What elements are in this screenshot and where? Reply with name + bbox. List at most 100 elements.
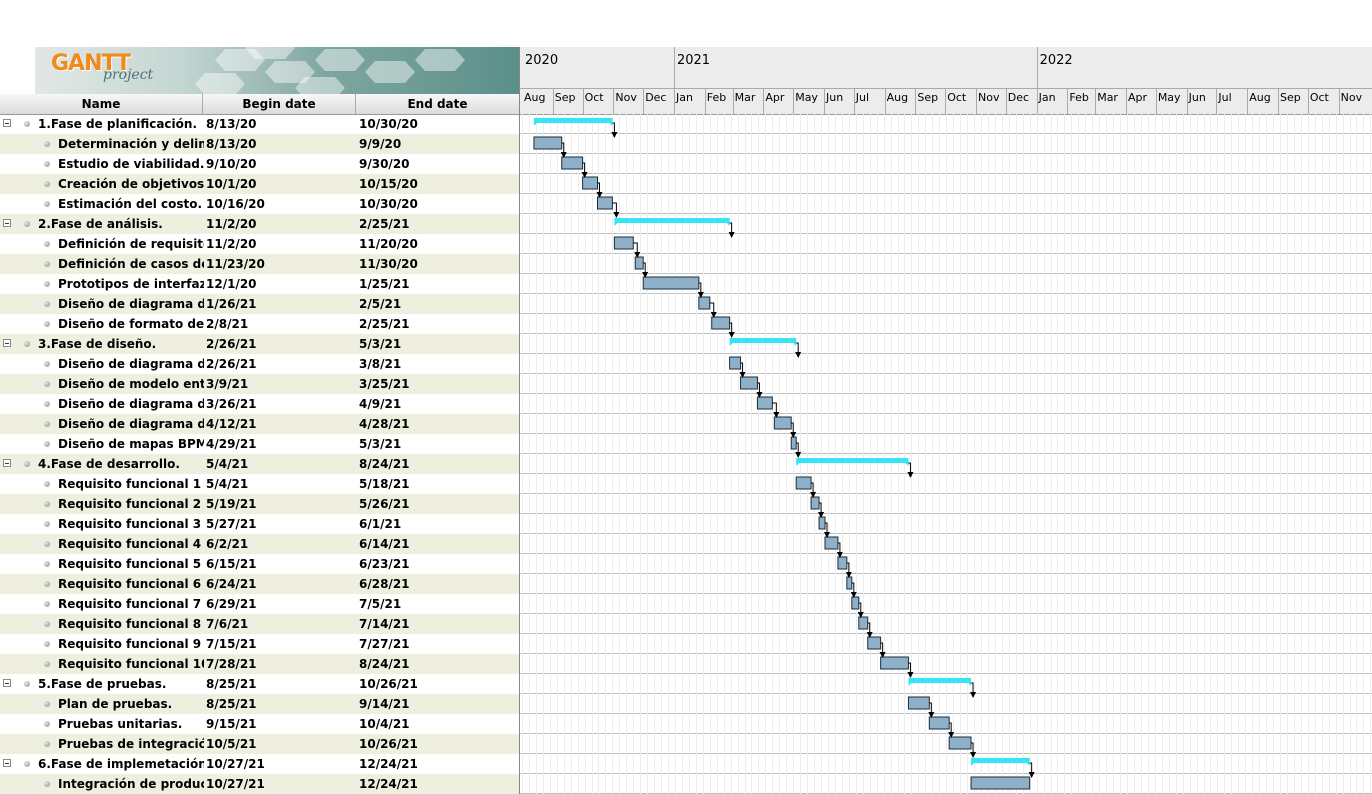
collapse-toggle-icon[interactable] [3,679,11,687]
task-row[interactable]: Requisito funcional 7 (g...6/29/217/5/21 [0,594,520,614]
column-header-end-date[interactable]: End date [356,94,520,114]
collapse-toggle-icon[interactable] [3,459,11,467]
phase-row[interactable]: 6.Fase de implemetación-d...10/27/2112/2… [0,754,520,774]
task-row[interactable]: Diseño de formato de c...2/8/212/25/21 [0,314,520,334]
task-row[interactable]: Requisito funcional 4 (g...6/2/216/14/21 [0,534,520,554]
task-name: Pruebas unitarias. [58,717,183,731]
task-bar[interactable] [851,596,860,610]
task-bar[interactable] [824,536,839,550]
task-row[interactable]: Requisito funcional 8 (vi...7/6/217/14/2… [0,614,520,634]
task-bar[interactable] [613,236,634,250]
week-gridline [980,114,982,794]
task-bar[interactable] [907,696,930,710]
task-bar[interactable] [756,396,773,410]
collapse-toggle-icon[interactable] [3,759,11,767]
task-bar[interactable] [634,256,644,270]
task-row[interactable]: Requisito funcional 6 (r...6/24/216/28/2… [0,574,520,594]
task-bar[interactable] [711,316,731,330]
month-divider [884,89,886,114]
task-bar[interactable] [740,376,758,390]
row-gridline [520,693,1372,694]
task-bar[interactable] [858,616,869,630]
task-row[interactable]: Requisito funcional 1 (a...5/4/215/18/21 [0,474,520,494]
task-bar[interactable] [970,776,1031,790]
task-begin-date: 6/2/21 [206,537,249,551]
collapse-toggle-icon[interactable] [3,339,11,347]
week-gridline [807,114,809,794]
collapse-toggle-icon[interactable] [3,219,11,227]
task-row[interactable]: Requisito funcional 5 (vi...6/15/216/23/… [0,554,520,574]
task-row[interactable]: Requisito funcional 10 (...7/28/218/24/2… [0,654,520,674]
task-name: 4.Fase de desarrollo. [38,457,180,471]
task-bar[interactable] [790,436,797,450]
task-row[interactable]: Diseño de diagrama de ...4/12/214/28/21 [0,414,520,434]
task-row[interactable]: Diseño de modelo entid...3/9/213/25/21 [0,374,520,394]
task-bar[interactable] [810,496,820,510]
week-gridline [925,114,927,794]
task-row[interactable]: Determinación y delimit...8/13/209/9/20 [0,134,520,154]
task-row[interactable]: Creación de objetivos y ...10/1/2010/15/… [0,174,520,194]
column-header-name[interactable]: Name [0,94,203,114]
phase-summary-bar[interactable] [971,758,1030,766]
task-row[interactable]: Requisito funcional 3 (g...5/27/216/1/21 [0,514,520,534]
task-bar[interactable] [880,656,909,670]
task-row[interactable]: Diseño de diagrama de ...3/26/214/9/21 [0,394,520,414]
week-gridline [1113,114,1115,794]
week-gridline [1307,114,1309,794]
task-bar[interactable] [642,276,700,290]
task-row[interactable]: Definición de casos de u...11/23/2011/30… [0,254,520,274]
phase-summary-bar[interactable] [729,338,797,346]
week-gridline [1078,114,1080,794]
dependency-arrow [970,742,977,758]
task-bar[interactable] [795,476,812,490]
phase-summary-bar[interactable] [796,458,909,466]
dependency-arrow [612,202,620,218]
task-end-date: 5/3/21 [359,437,402,451]
task-name: 6.Fase de implemetación-d... [38,757,204,771]
gantt-chart-area[interactable] [520,114,1372,794]
task-row[interactable]: Diseño de mapas BPMN.4/29/215/3/21 [0,434,520,454]
week-gridline [1057,114,1059,794]
task-row[interactable]: Requisito funcional 9 (a...7/15/217/27/2… [0,634,520,654]
task-bar[interactable] [533,136,563,150]
task-bar[interactable] [928,716,950,730]
timeline-year-divider [520,88,1372,89]
month-divider [824,89,825,114]
phase-summary-bar[interactable] [908,678,972,686]
task-row[interactable]: Requisito funcional 2 (g...5/19/215/26/2… [0,494,520,514]
task-bar[interactable] [837,556,848,570]
task-row[interactable]: Diseño de diagrama de ...2/26/213/8/21 [0,354,520,374]
collapse-toggle-icon[interactable] [3,119,11,127]
task-row[interactable]: Diseño de diagrama de ...1/26/212/5/21 [0,294,520,314]
task-bar[interactable] [948,736,972,750]
task-bar[interactable] [597,196,613,210]
task-bar[interactable] [582,176,599,190]
month-divider [704,89,706,114]
phase-summary-bar[interactable] [614,218,730,226]
task-end-date: 4/9/21 [359,397,402,411]
task-bar[interactable] [698,296,711,310]
phase-summary-bar[interactable] [533,118,613,126]
column-header-begin-date[interactable]: Begin date [203,94,356,114]
task-bar[interactable] [561,156,584,170]
task-row[interactable]: Integración de producci...10/27/2112/24/… [0,774,520,794]
task-bar[interactable] [867,636,882,650]
task-bar[interactable] [818,516,826,530]
dependency-arrow [709,302,717,318]
task-bar[interactable] [773,416,792,430]
splitter[interactable] [519,47,520,794]
task-bar[interactable] [729,356,742,370]
task-bar[interactable] [846,576,853,590]
